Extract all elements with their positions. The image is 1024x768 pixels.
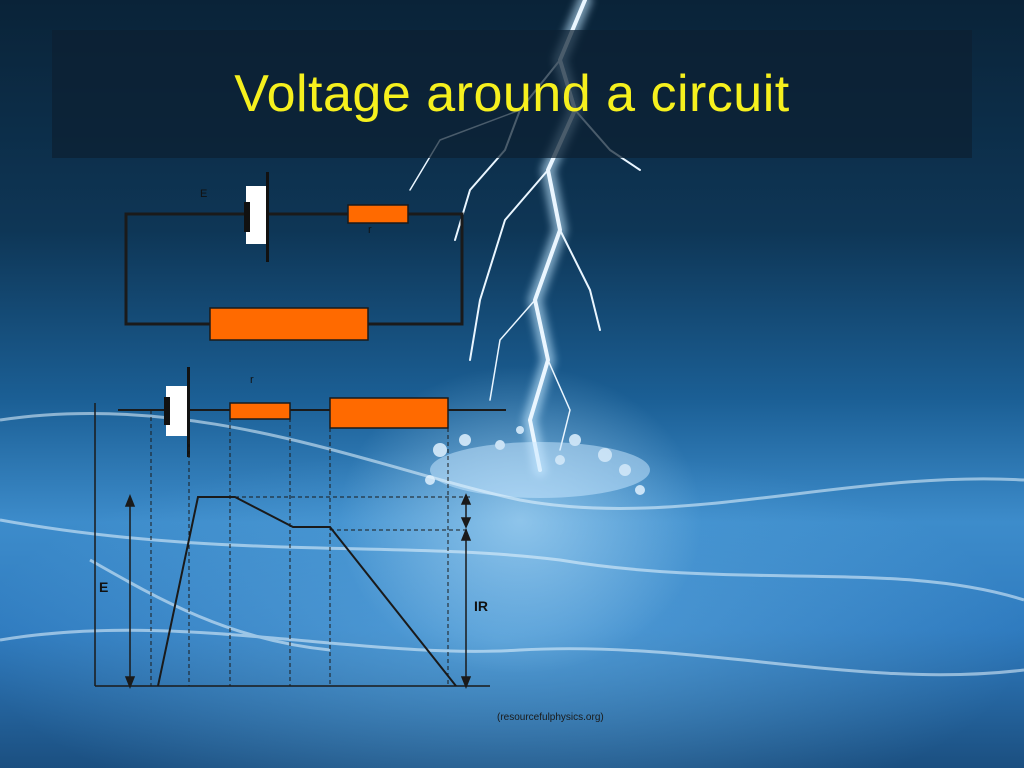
circuit-wire-loop [124, 212, 464, 326]
graph-ir-label: IR [474, 598, 488, 614]
graph-battery-cell-body [166, 386, 188, 436]
circuit-emf-label: E [200, 188, 207, 200]
internal-resistor [347, 204, 409, 224]
battery-cell-body [246, 186, 268, 244]
title-band [52, 30, 972, 158]
voltage-profile-line [157, 496, 457, 687]
graph-internal-resistance-label: r [250, 374, 254, 386]
graph-internal-resistor [229, 402, 291, 420]
circuit-diagram: E r [124, 172, 464, 341]
ir-drop-arrow [460, 527, 472, 690]
load-resistor [209, 307, 369, 341]
graph-battery-negative-plate [164, 397, 170, 425]
circuit-internal-resistance-label: r [368, 224, 372, 236]
emf-arrow [124, 493, 136, 690]
battery-positive-plate [266, 172, 269, 262]
water-splash [425, 426, 650, 498]
battery-negative-plate [244, 202, 250, 232]
voltage-graph: r E [94, 367, 506, 690]
graph-battery-positive-plate [187, 367, 190, 457]
source-credit: (resourcefulphysics.org) [497, 712, 604, 723]
graph-emf-label: E [99, 579, 108, 595]
graph-guide-lines [150, 410, 470, 686]
slide-title: Voltage around a circuit [234, 65, 790, 123]
graph-load-resistor [329, 397, 449, 429]
internal-drop-arrow [460, 493, 472, 529]
